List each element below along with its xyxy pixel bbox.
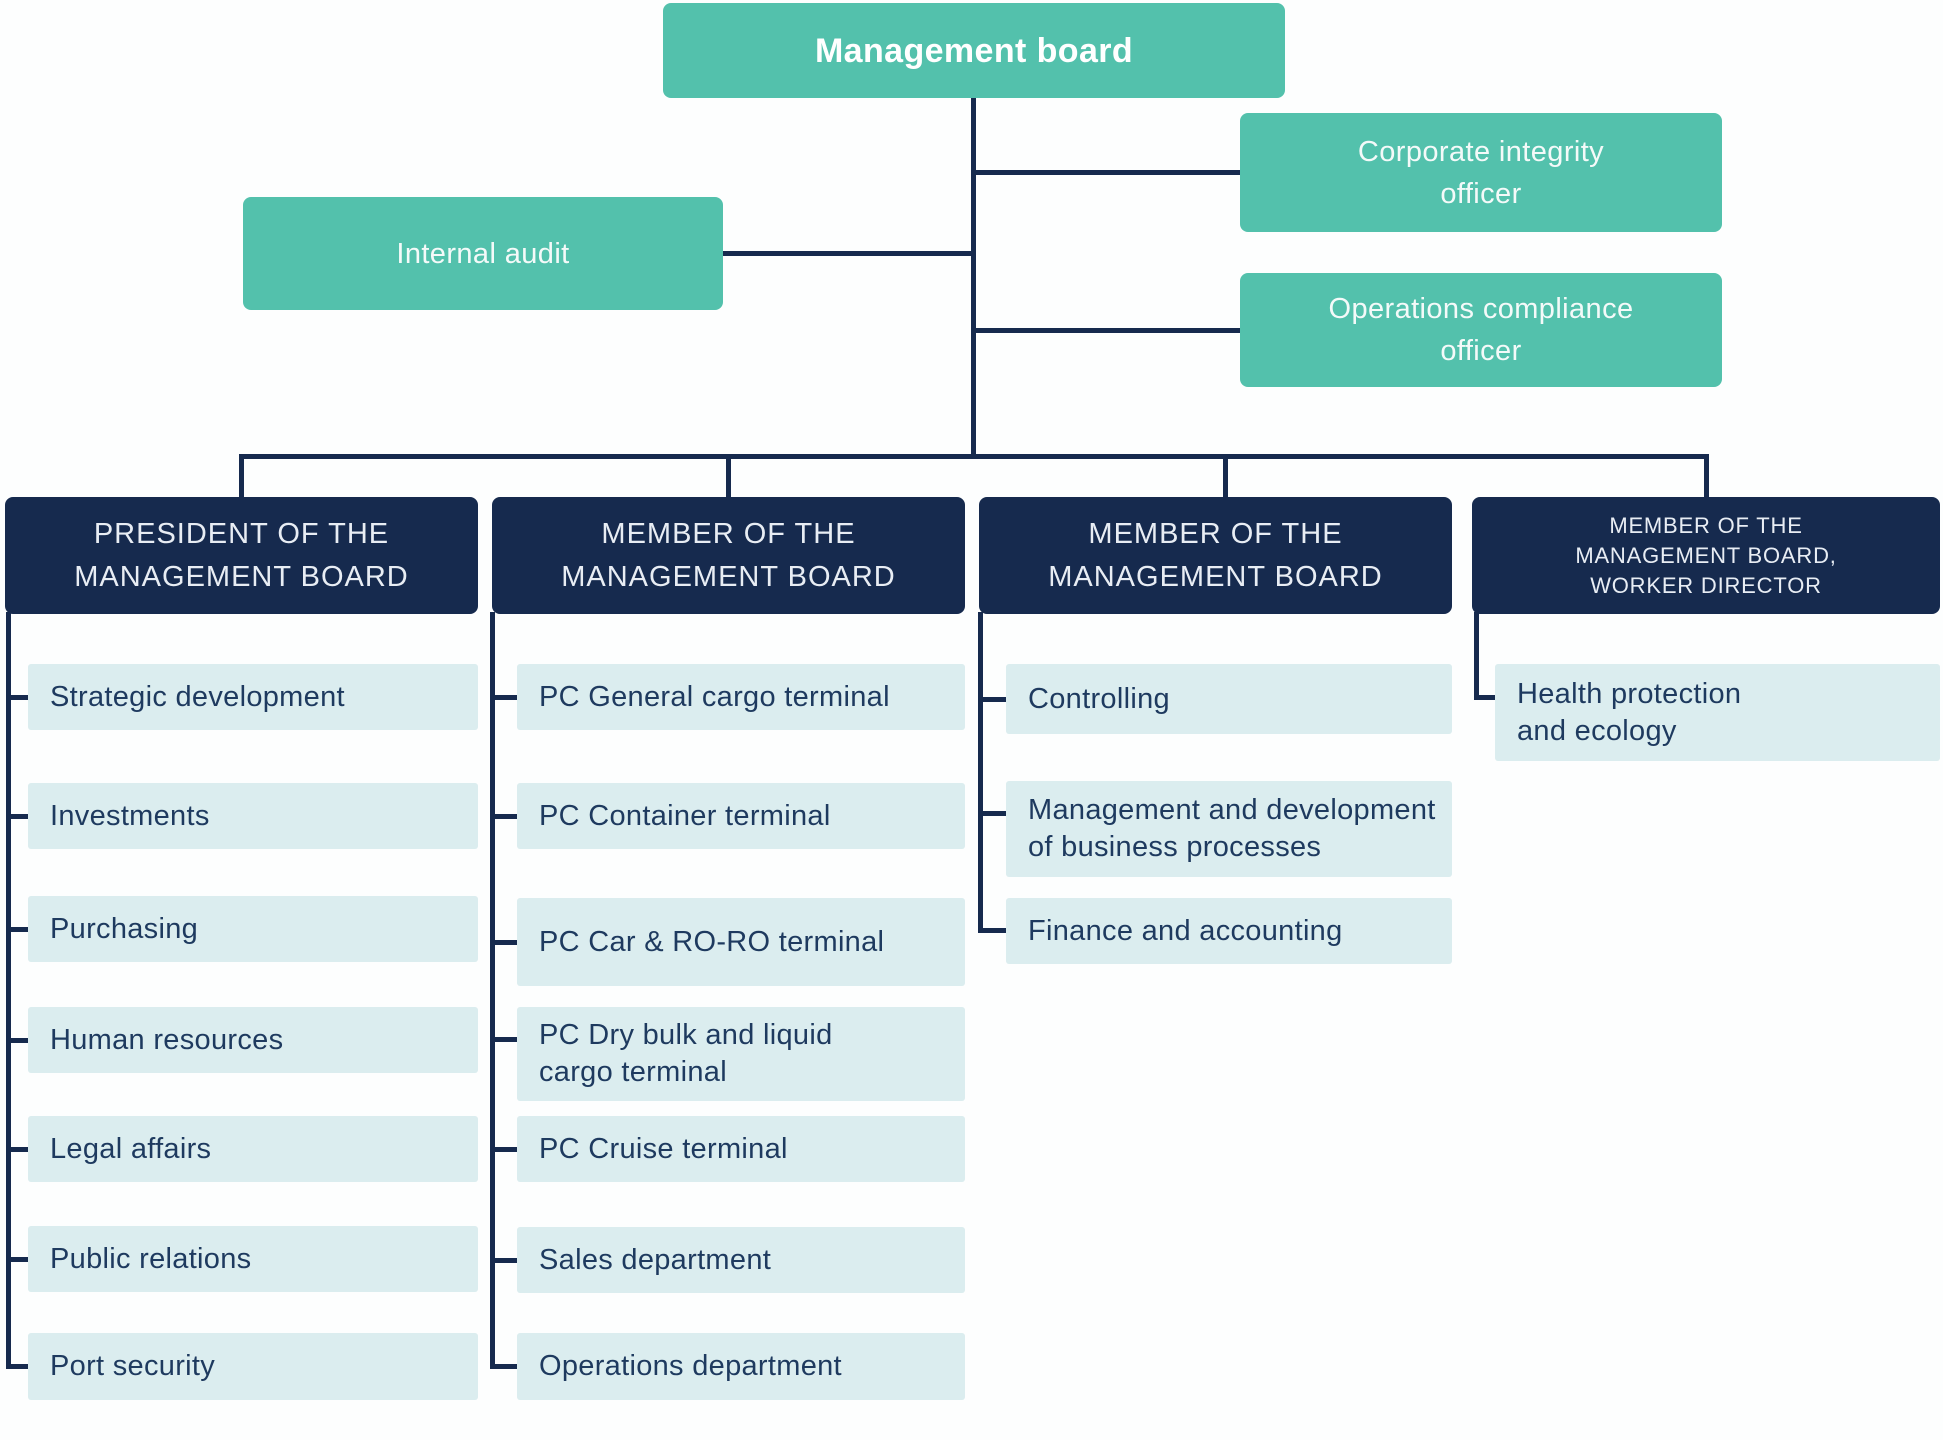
connector-trunk xyxy=(971,98,976,459)
management-board-label: Management board xyxy=(814,31,1134,70)
column-header-president-label: PRESIDENT OF THE MANAGEMENT BOARD xyxy=(74,517,409,593)
connector-distribution xyxy=(240,454,1709,459)
internal-audit-box: Internal audit xyxy=(243,197,723,310)
item-pc-container-terminal: PC Container terminal xyxy=(517,783,965,849)
connector-tick xyxy=(6,1364,28,1369)
connector-drop-col3 xyxy=(1223,454,1228,498)
connector-tick xyxy=(978,697,1006,702)
item-public-relations: Public relations xyxy=(28,1226,478,1292)
connector-tick xyxy=(6,1257,28,1262)
connector-branch-operations xyxy=(974,328,1240,333)
item-sales-department: Sales department xyxy=(517,1227,965,1293)
column-header-worker-director: MEMBER OF THE MANAGEMENT BOARD, WORKER D… xyxy=(1472,497,1940,614)
item-purchasing: Purchasing xyxy=(28,896,478,962)
item-pc-car-ro-ro-terminal: PC Car & RO-RO terminal xyxy=(517,898,965,986)
connector-tick xyxy=(6,1038,28,1043)
item-pc-dry-bulk-liquid-cargo-terminal: PC Dry bulk and liquid cargo terminal xyxy=(517,1007,965,1101)
item-strategic-development: Strategic development xyxy=(28,664,478,730)
connector-tick xyxy=(978,928,1006,933)
connector-rail-col3 xyxy=(978,612,983,933)
item-finance-and-accounting: Finance and accounting xyxy=(1006,898,1452,964)
item-controlling: Controlling xyxy=(1006,664,1452,734)
corporate-integrity-officer-box: Corporate integrity officer xyxy=(1240,113,1722,232)
connector-tick xyxy=(490,695,517,700)
connector-branch-internal-audit xyxy=(723,251,974,256)
item-legal-affairs: Legal affairs xyxy=(28,1116,478,1182)
item-human-resources: Human resources xyxy=(28,1007,478,1073)
item-pc-general-cargo-terminal: PC General cargo terminal xyxy=(517,664,965,730)
column-header-member-1: MEMBER OF THE MANAGEMENT BOARD xyxy=(492,497,965,614)
column-header-member-1-label: MEMBER OF THE MANAGEMENT BOARD xyxy=(561,517,896,593)
connector-drop-col1 xyxy=(239,454,244,498)
item-health-protection-and-ecology: Health protection and ecology xyxy=(1495,664,1940,761)
connector-tick xyxy=(6,814,28,819)
operations-compliance-officer-label: Operations compliance officer xyxy=(1328,293,1634,367)
connector-branch-corporate xyxy=(974,170,1240,175)
connector-rail-col2 xyxy=(490,612,495,1369)
connector-tick xyxy=(978,811,1006,816)
column-header-member-2-label: MEMBER OF THE MANAGEMENT BOARD xyxy=(1048,517,1383,593)
connector-tick xyxy=(490,1258,517,1263)
connector-tick xyxy=(490,1147,517,1152)
item-port-security: Port security xyxy=(28,1333,478,1400)
operations-compliance-officer-box: Operations compliance officer xyxy=(1240,273,1722,387)
column-header-worker-director-label: MEMBER OF THE MANAGEMENT BOARD, WORKER D… xyxy=(1575,512,1837,598)
connector-tick xyxy=(6,695,28,700)
connector-tick xyxy=(6,1147,28,1152)
connector-tick xyxy=(490,814,517,819)
connector-tick xyxy=(490,940,517,945)
item-management-development-business-processes: Management and development of business p… xyxy=(1006,781,1452,877)
corporate-integrity-officer-label: Corporate integrity officer xyxy=(1357,135,1605,210)
connector-drop-col4 xyxy=(1704,454,1709,498)
connector-tick xyxy=(490,1364,517,1369)
item-operations-department: Operations department xyxy=(517,1333,965,1400)
connector-tick xyxy=(1474,695,1495,700)
internal-audit-label: Internal audit xyxy=(396,237,570,270)
connector-drop-col2 xyxy=(726,454,731,498)
column-header-member-2: MEMBER OF THE MANAGEMENT BOARD xyxy=(979,497,1452,614)
management-board-box: Management board xyxy=(663,3,1285,98)
connector-tick xyxy=(490,1037,517,1042)
item-pc-cruise-terminal: PC Cruise terminal xyxy=(517,1116,965,1182)
connector-rail-col1 xyxy=(6,612,11,1369)
connector-tick xyxy=(6,927,28,932)
item-investments: Investments xyxy=(28,783,478,849)
column-header-president: PRESIDENT OF THE MANAGEMENT BOARD xyxy=(5,497,478,614)
connector-rail-col4 xyxy=(1474,612,1479,700)
